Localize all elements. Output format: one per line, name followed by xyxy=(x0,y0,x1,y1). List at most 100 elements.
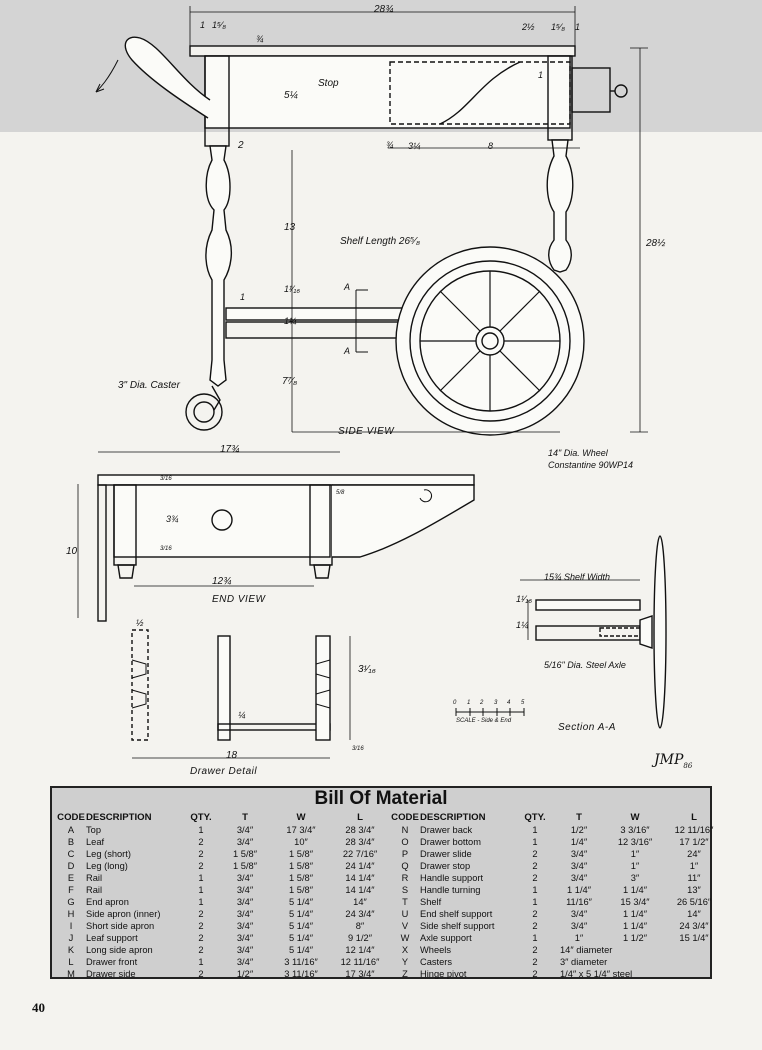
end-top xyxy=(97,474,475,486)
dim-drawer-1: 1 xyxy=(538,70,544,80)
bom-cell-description: Leg (long) xyxy=(86,861,128,871)
bom-cell-code: Y xyxy=(401,957,409,967)
bom-cell-description: Drawer side xyxy=(86,969,136,979)
tea-cart-drawing xyxy=(77,6,667,759)
bom-header-t: T xyxy=(242,812,248,823)
bom-cell-w: 1 5/8″ xyxy=(289,849,313,859)
bom-cell-w: 3 3/16″ xyxy=(620,825,650,835)
bom-cell-w: 3 11/16″ xyxy=(284,957,318,967)
bom-cell-code: J xyxy=(68,933,74,943)
dim-lower-7-7-8: 7⁷⁄₈ xyxy=(282,376,298,387)
bom-cell-description: End apron xyxy=(86,897,129,907)
side-drawer-front xyxy=(571,67,611,113)
dim-drawer-3-16: 3/16 xyxy=(352,746,364,752)
scale-label: SCALE - Side & End xyxy=(456,718,512,724)
section-hub xyxy=(639,615,653,649)
bom-cell-description: Side shelf support xyxy=(420,921,495,931)
bom-cell-description: Hinge pivot xyxy=(420,969,467,979)
bom-cell-l: 12 11/16″ xyxy=(340,957,380,967)
bom-cell-w: 1″ xyxy=(630,849,640,859)
bom-cell-code: F xyxy=(68,885,74,895)
page-number: 40 xyxy=(32,1000,45,1015)
side-dimension-lines xyxy=(189,6,648,433)
bom-cell-w: 3″ xyxy=(630,873,640,883)
bom-cell-qty: 1 xyxy=(198,885,204,895)
bom-cell-l: 24″ xyxy=(687,849,701,859)
bom-cell-l: 8″ xyxy=(355,921,365,931)
bom-cell-l: 13″ xyxy=(687,885,701,895)
dim-end-width: 17¾ xyxy=(220,444,240,455)
dim-overall-length: 28¾ xyxy=(374,4,394,15)
bom-header-code: CODE xyxy=(391,812,419,823)
dim-top-left-1-5-8: 1⁵⁄₈ xyxy=(212,20,227,30)
bom-cell-qty: 1 xyxy=(198,825,204,835)
dim-rail-1-1-16: 1¹⁄₁₆ xyxy=(284,284,300,294)
bom-cell-description: Long side apron xyxy=(86,945,153,955)
drawer-knob xyxy=(614,84,628,98)
bom-cell-w: 5 1/4″ xyxy=(289,909,313,919)
bom-cell-code: Q xyxy=(401,861,409,871)
dim-end-3-16b: 3/16 xyxy=(160,546,172,552)
bom-cell-t: 3/4″ xyxy=(570,909,588,919)
bom-cell-description: Handle turning xyxy=(420,885,481,895)
bom-cell-w: 5 1/4″ xyxy=(289,921,313,931)
bom-cell-t: 3/4″ xyxy=(236,885,254,895)
end-apron xyxy=(113,484,331,558)
bom-cell-code: M xyxy=(67,969,75,979)
signature: JMP86 xyxy=(654,752,693,770)
dim-end-inner: 12¾ xyxy=(212,576,232,587)
bom-cell-w: 17 3/4″ xyxy=(286,825,316,835)
bom-cell-w: 1 5/8″ xyxy=(289,873,313,883)
wheel-spokes xyxy=(420,271,560,411)
drawer-front-section xyxy=(217,635,231,741)
bom-cell-qty: 2 xyxy=(532,861,538,871)
dim-top-right-1-5-8: 1⁵⁄₈ xyxy=(551,22,566,32)
end-leaf-support xyxy=(332,484,475,558)
section-a-label-1: A xyxy=(344,282,351,292)
bom-cell-code: B xyxy=(67,837,75,847)
dim-end-5-8: 5/8 xyxy=(336,490,345,496)
bom-cell-code: O xyxy=(401,837,409,847)
bom-cell-qty: 2 xyxy=(198,837,204,847)
bom-cell-qty: 1 xyxy=(198,957,204,967)
dim-drawer-1-2: ½ xyxy=(136,618,144,628)
bom-cell-qty: 2 xyxy=(198,849,204,859)
bom-cell-code: P xyxy=(401,849,409,859)
section-dimension-lines xyxy=(520,579,640,640)
bom-cell-qty: 2 xyxy=(198,861,204,871)
bom-cell-description: Drawer back xyxy=(420,825,473,835)
bom-cell-t: 3/4″ xyxy=(570,921,588,931)
bom-cell-l: 28 3/4″ xyxy=(345,825,375,835)
bom-cell-l: 9 1/2″ xyxy=(348,933,372,943)
section-title: Section A-A xyxy=(558,722,616,733)
bom-cell-description: Wheels xyxy=(420,945,452,955)
bom-cell-w: 1 1/4″ xyxy=(623,909,647,919)
bom-cell-code: U xyxy=(401,909,409,919)
bom-cell-t: 14″ diameter xyxy=(560,945,613,955)
bom-cell-t: 3/4″ xyxy=(236,921,254,931)
dim-leg-13: 13 xyxy=(284,222,296,233)
bom-cell-qty: 2 xyxy=(532,873,538,883)
bom-cell-t: 3/4″ xyxy=(236,897,254,907)
bom-cell-l: 24 3/4″ xyxy=(679,921,709,931)
caster-callout: 3" Dia. Caster xyxy=(118,380,180,391)
bom-header-w: W xyxy=(296,812,306,823)
bom-cell-description: Side apron (inner) xyxy=(86,909,161,919)
dim-section-1-1-4: 1¼ xyxy=(516,620,529,630)
bom-cell-l: 12 11/16″ xyxy=(674,825,714,835)
bom-cell-qty: 2 xyxy=(532,921,538,931)
dim-section-1-1-16: 1¹⁄₁₆ xyxy=(516,594,532,604)
